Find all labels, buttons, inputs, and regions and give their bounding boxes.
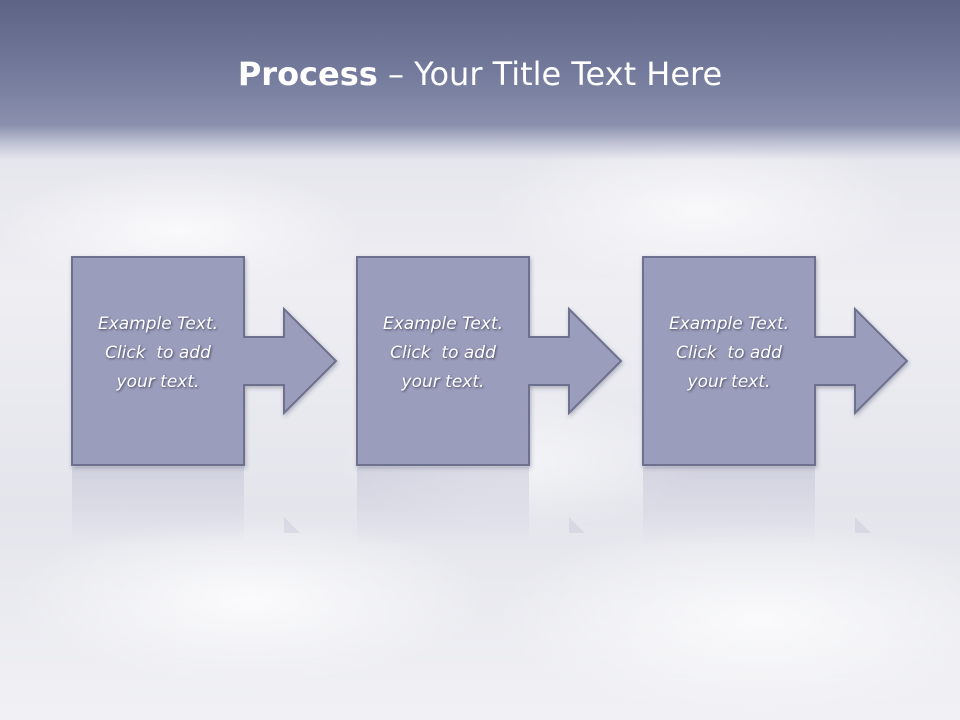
step-1-text[interactable]: Example Text. Click to add your text. [72,310,244,397]
step-1-arrow[interactable] [71,256,338,545]
slide-title[interactable]: Process – Your Title Text Here [0,52,960,96]
step-2-line-2: Click to add [390,343,496,363]
step-2-reflection-tip [569,517,585,533]
step-3-line-3: your text. [687,372,771,392]
step-1-shape[interactable] [71,256,338,466]
title-bold: Process [237,55,378,93]
step-3-arrow[interactable] [642,256,909,545]
step-1-line-2: Click to add [105,343,211,363]
step-2-reflection [357,467,529,545]
step-1-line-1: Example Text. [97,314,219,334]
title-band [0,0,960,160]
step-3-line-2: Click to add [676,343,782,363]
step-2-arrow[interactable] [356,256,623,545]
step-2-line-1: Example Text. [382,314,504,334]
step-3-line-1: Example Text. [668,314,790,334]
step-3-reflection-tip [855,517,871,533]
step-3-reflection [643,467,815,545]
step-1-reflection-tip [284,517,300,533]
step-2-line-3: your text. [401,372,485,392]
step-3-shape[interactable] [642,256,909,466]
title-rest: – Your Title Text Here [377,55,723,93]
step-3-text[interactable]: Example Text. Click to add your text. [643,310,815,397]
step-2-text[interactable]: Example Text. Click to add your text. [357,310,529,397]
step-1-reflection [72,467,244,545]
step-1-line-3: your text. [116,372,200,392]
step-2-shape[interactable] [356,256,623,466]
